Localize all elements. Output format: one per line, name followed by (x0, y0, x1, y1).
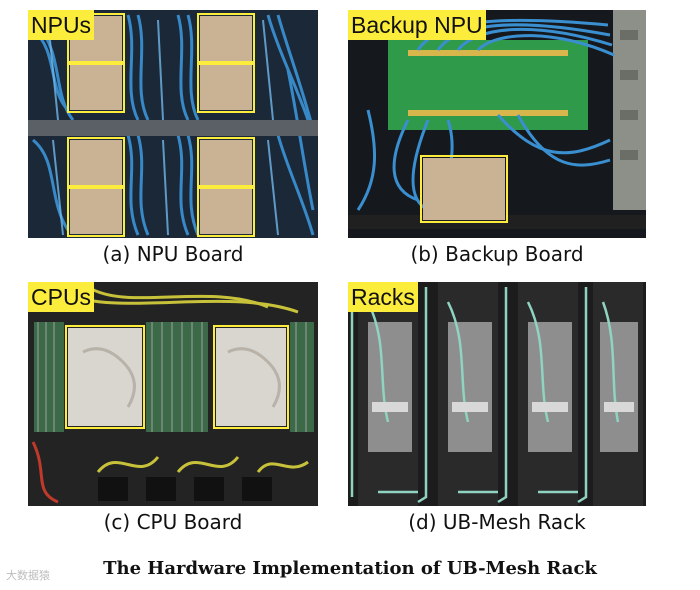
backup-npu-label: Backup NPU (348, 10, 486, 40)
cpu-board-photo: CPUs (28, 282, 318, 506)
watermark-text: 大数据猿 (6, 569, 50, 582)
figure-title: The Hardware Implementation of UB-Mesh R… (103, 558, 597, 579)
cpus-label: CPUs (28, 282, 95, 312)
backup-board-caption: (b) Backup Board (410, 242, 584, 266)
npu-board-caption: (a) NPU Board (102, 242, 244, 266)
cpu-board-caption: (c) CPU Board (103, 510, 243, 534)
backup-board-photo: Backup NPU (348, 10, 646, 238)
npu-board-photo: NPUs (28, 10, 318, 238)
npus-label: NPUs (28, 10, 95, 40)
ub-mesh-rack-photo: Racks (348, 282, 646, 506)
racks-label: Racks (348, 282, 418, 312)
ub-mesh-rack-caption: (d) UB-Mesh Rack (408, 510, 586, 534)
